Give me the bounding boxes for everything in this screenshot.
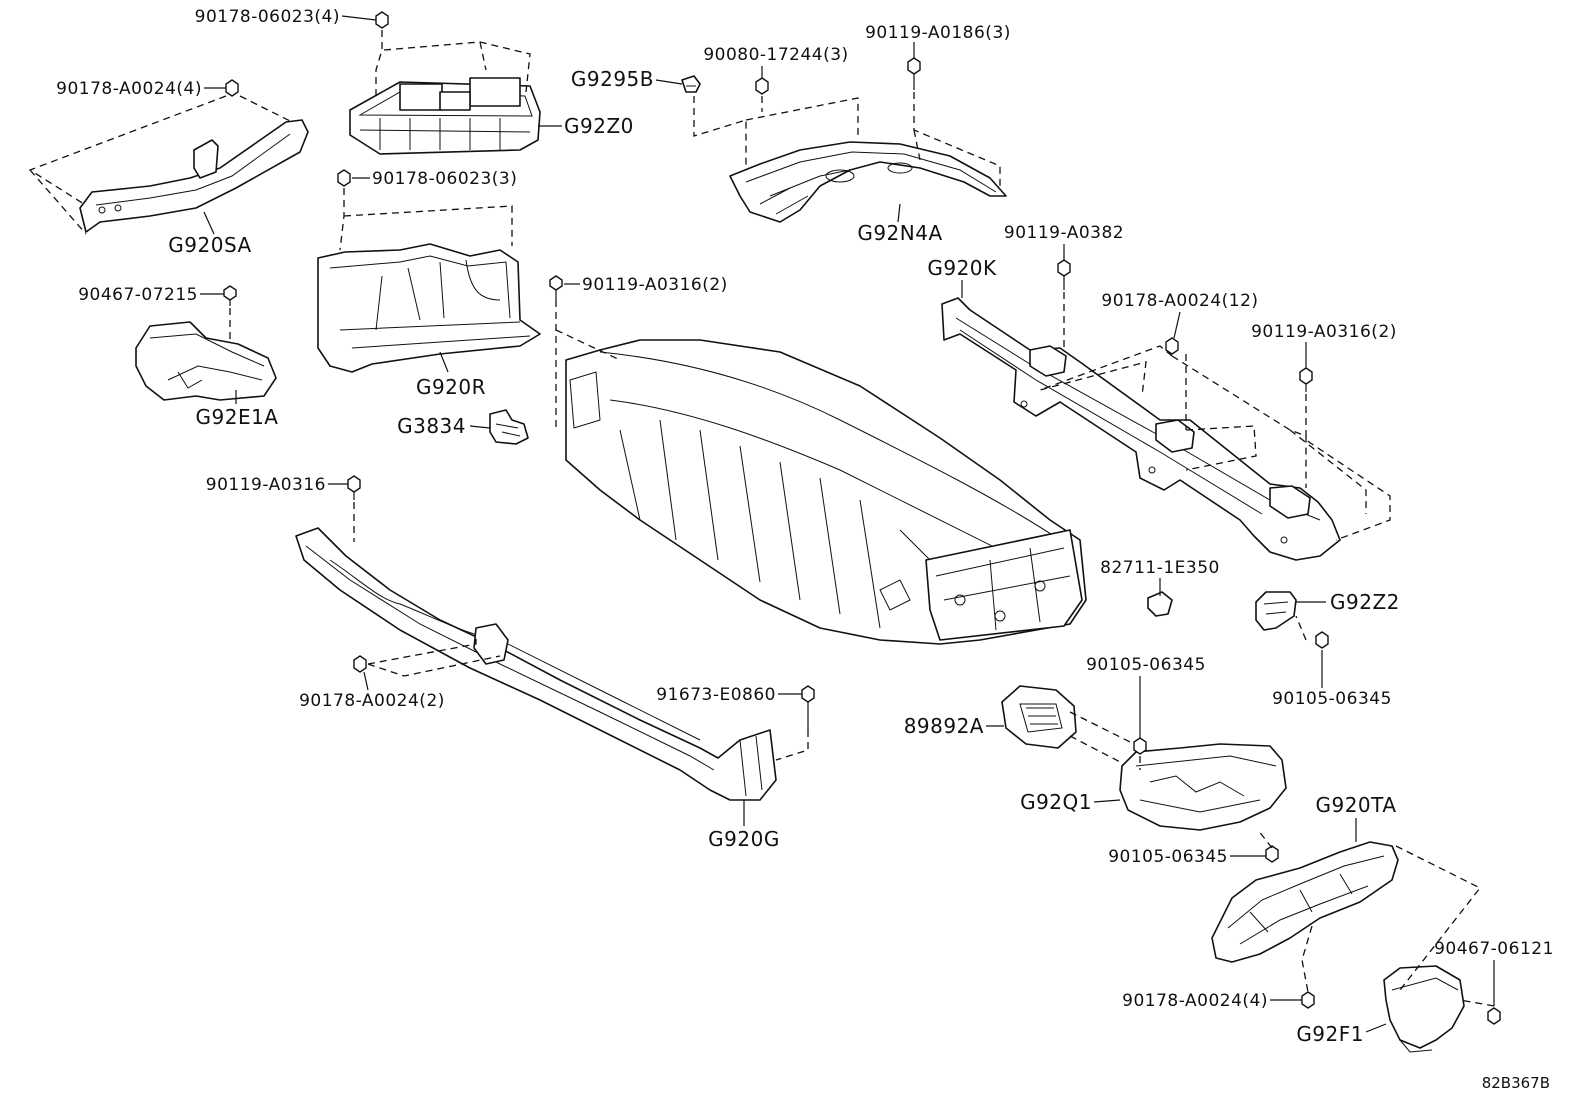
nut-90467-06121 xyxy=(1487,1007,1501,1025)
part-g920g-drawing xyxy=(295,527,777,801)
label-90178-06023-4: 90178-06023(4) xyxy=(195,7,340,27)
bolt-90467-07215 xyxy=(223,285,237,306)
part-g920r-drawing xyxy=(317,243,541,373)
label-90467-07215: 90467-07215 xyxy=(78,285,198,305)
label-90178-a0024-4-top: 90178-A0024(4) xyxy=(56,79,202,99)
label-90119-a0382: 90119-A0382 xyxy=(1004,223,1124,243)
leader-lines xyxy=(200,15,1495,1033)
bolt-90105-06345-c xyxy=(1265,845,1279,863)
bolt-90105-06345-b xyxy=(1133,737,1147,755)
bolt-90119-a0382 xyxy=(1057,259,1071,290)
part-labels: 90178-06023(4) 90178-A0024(4) G92Z0 9017… xyxy=(56,7,1554,1092)
bolt-90119-a0316-2-left xyxy=(549,275,563,300)
label-89892a: 89892A xyxy=(904,714,984,738)
fasteners xyxy=(223,11,1501,1025)
label-g92f1: G92F1 xyxy=(1296,1022,1364,1046)
bolt-90119-a0316-2-right xyxy=(1299,367,1313,392)
part-battery-pack-drawing xyxy=(565,339,1087,645)
nut-90178-a0024-2 xyxy=(353,655,367,673)
nut-90178-06023-4 xyxy=(375,11,389,29)
label-90467-06121: 90467-06121 xyxy=(1434,939,1554,959)
bolt-90105-06345-a xyxy=(1315,631,1329,649)
label-90105-06345-a: 90105-06345 xyxy=(1272,689,1392,709)
nut-90080-17244-3 xyxy=(755,77,769,95)
part-82711-1e350-drawing xyxy=(1147,591,1173,617)
label-82711-1e350: 82711-1E350 xyxy=(1100,558,1220,578)
label-g92z0: G92Z0 xyxy=(564,114,634,138)
label-g92z2: G92Z2 xyxy=(1330,590,1400,614)
bolt-91673-e0860 xyxy=(801,685,815,730)
part-g920k-drawing xyxy=(941,297,1341,561)
nut-90178-a0024-4-bottom xyxy=(1301,991,1315,1009)
label-90178-a0024-4-bottom: 90178-A0024(4) xyxy=(1122,991,1268,1011)
reference-code: 82B367B xyxy=(1482,1074,1550,1092)
assembly-dashed-lines xyxy=(28,30,1495,1007)
label-90178-a0024-2: 90178-A0024(2) xyxy=(299,691,445,711)
part-g9295b-drawing xyxy=(681,75,701,93)
label-g92e1a: G92E1A xyxy=(196,405,279,429)
label-90119-a0316: 90119-A0316 xyxy=(206,475,326,495)
label-90178-06023-3: 90178-06023(3) xyxy=(372,169,517,189)
nut-90178-a0024-12 xyxy=(1165,337,1179,355)
part-g92q1-drawing xyxy=(1119,743,1287,831)
part-g3834-drawing xyxy=(489,409,529,445)
bolt-90119-a0316 xyxy=(347,475,361,500)
label-90105-06345-b: 90105-06345 xyxy=(1086,655,1206,675)
label-90119-a0316-2-left: 90119-A0316(2) xyxy=(582,275,728,295)
nut-90178-06023-3 xyxy=(337,169,351,187)
part-g92n4a-drawing xyxy=(729,141,1007,223)
part-g920ta-drawing xyxy=(1211,841,1399,963)
label-g920ta: G920TA xyxy=(1315,793,1396,817)
label-g920k: G920K xyxy=(927,256,997,280)
label-90119-a0316-2-right: 90119-A0316(2) xyxy=(1251,322,1397,342)
part-g92z0-drawing xyxy=(349,77,541,155)
label-g920sa: G920SA xyxy=(168,233,251,257)
part-g920sa-drawing xyxy=(79,119,309,233)
label-g3834: G3834 xyxy=(397,414,466,438)
part-89892a-drawing xyxy=(1001,685,1077,749)
label-g92n4a: G92N4A xyxy=(857,221,942,245)
label-90080-17244-3: 90080-17244(3) xyxy=(703,45,848,65)
label-90119-a0186-3: 90119-A0186(3) xyxy=(865,23,1011,43)
part-g92z2-drawing xyxy=(1255,591,1297,631)
label-91673-e0860: 91673-E0860 xyxy=(656,685,776,705)
label-g920r: G920R xyxy=(416,375,486,399)
part-g92e1a-drawing xyxy=(135,321,277,401)
bolt-90119-a0186-3 xyxy=(907,57,921,90)
label-g920g: G920G xyxy=(708,827,780,851)
nut-90178-a0024-4-top xyxy=(225,79,239,97)
part-g92f1-drawing xyxy=(1383,965,1465,1053)
label-g92q1: G92Q1 xyxy=(1020,790,1092,814)
label-g9295b: G9295B xyxy=(571,67,654,91)
label-90178-a0024-12: 90178-A0024(12) xyxy=(1101,291,1258,311)
label-90105-06345-c: 90105-06345 xyxy=(1108,847,1228,867)
